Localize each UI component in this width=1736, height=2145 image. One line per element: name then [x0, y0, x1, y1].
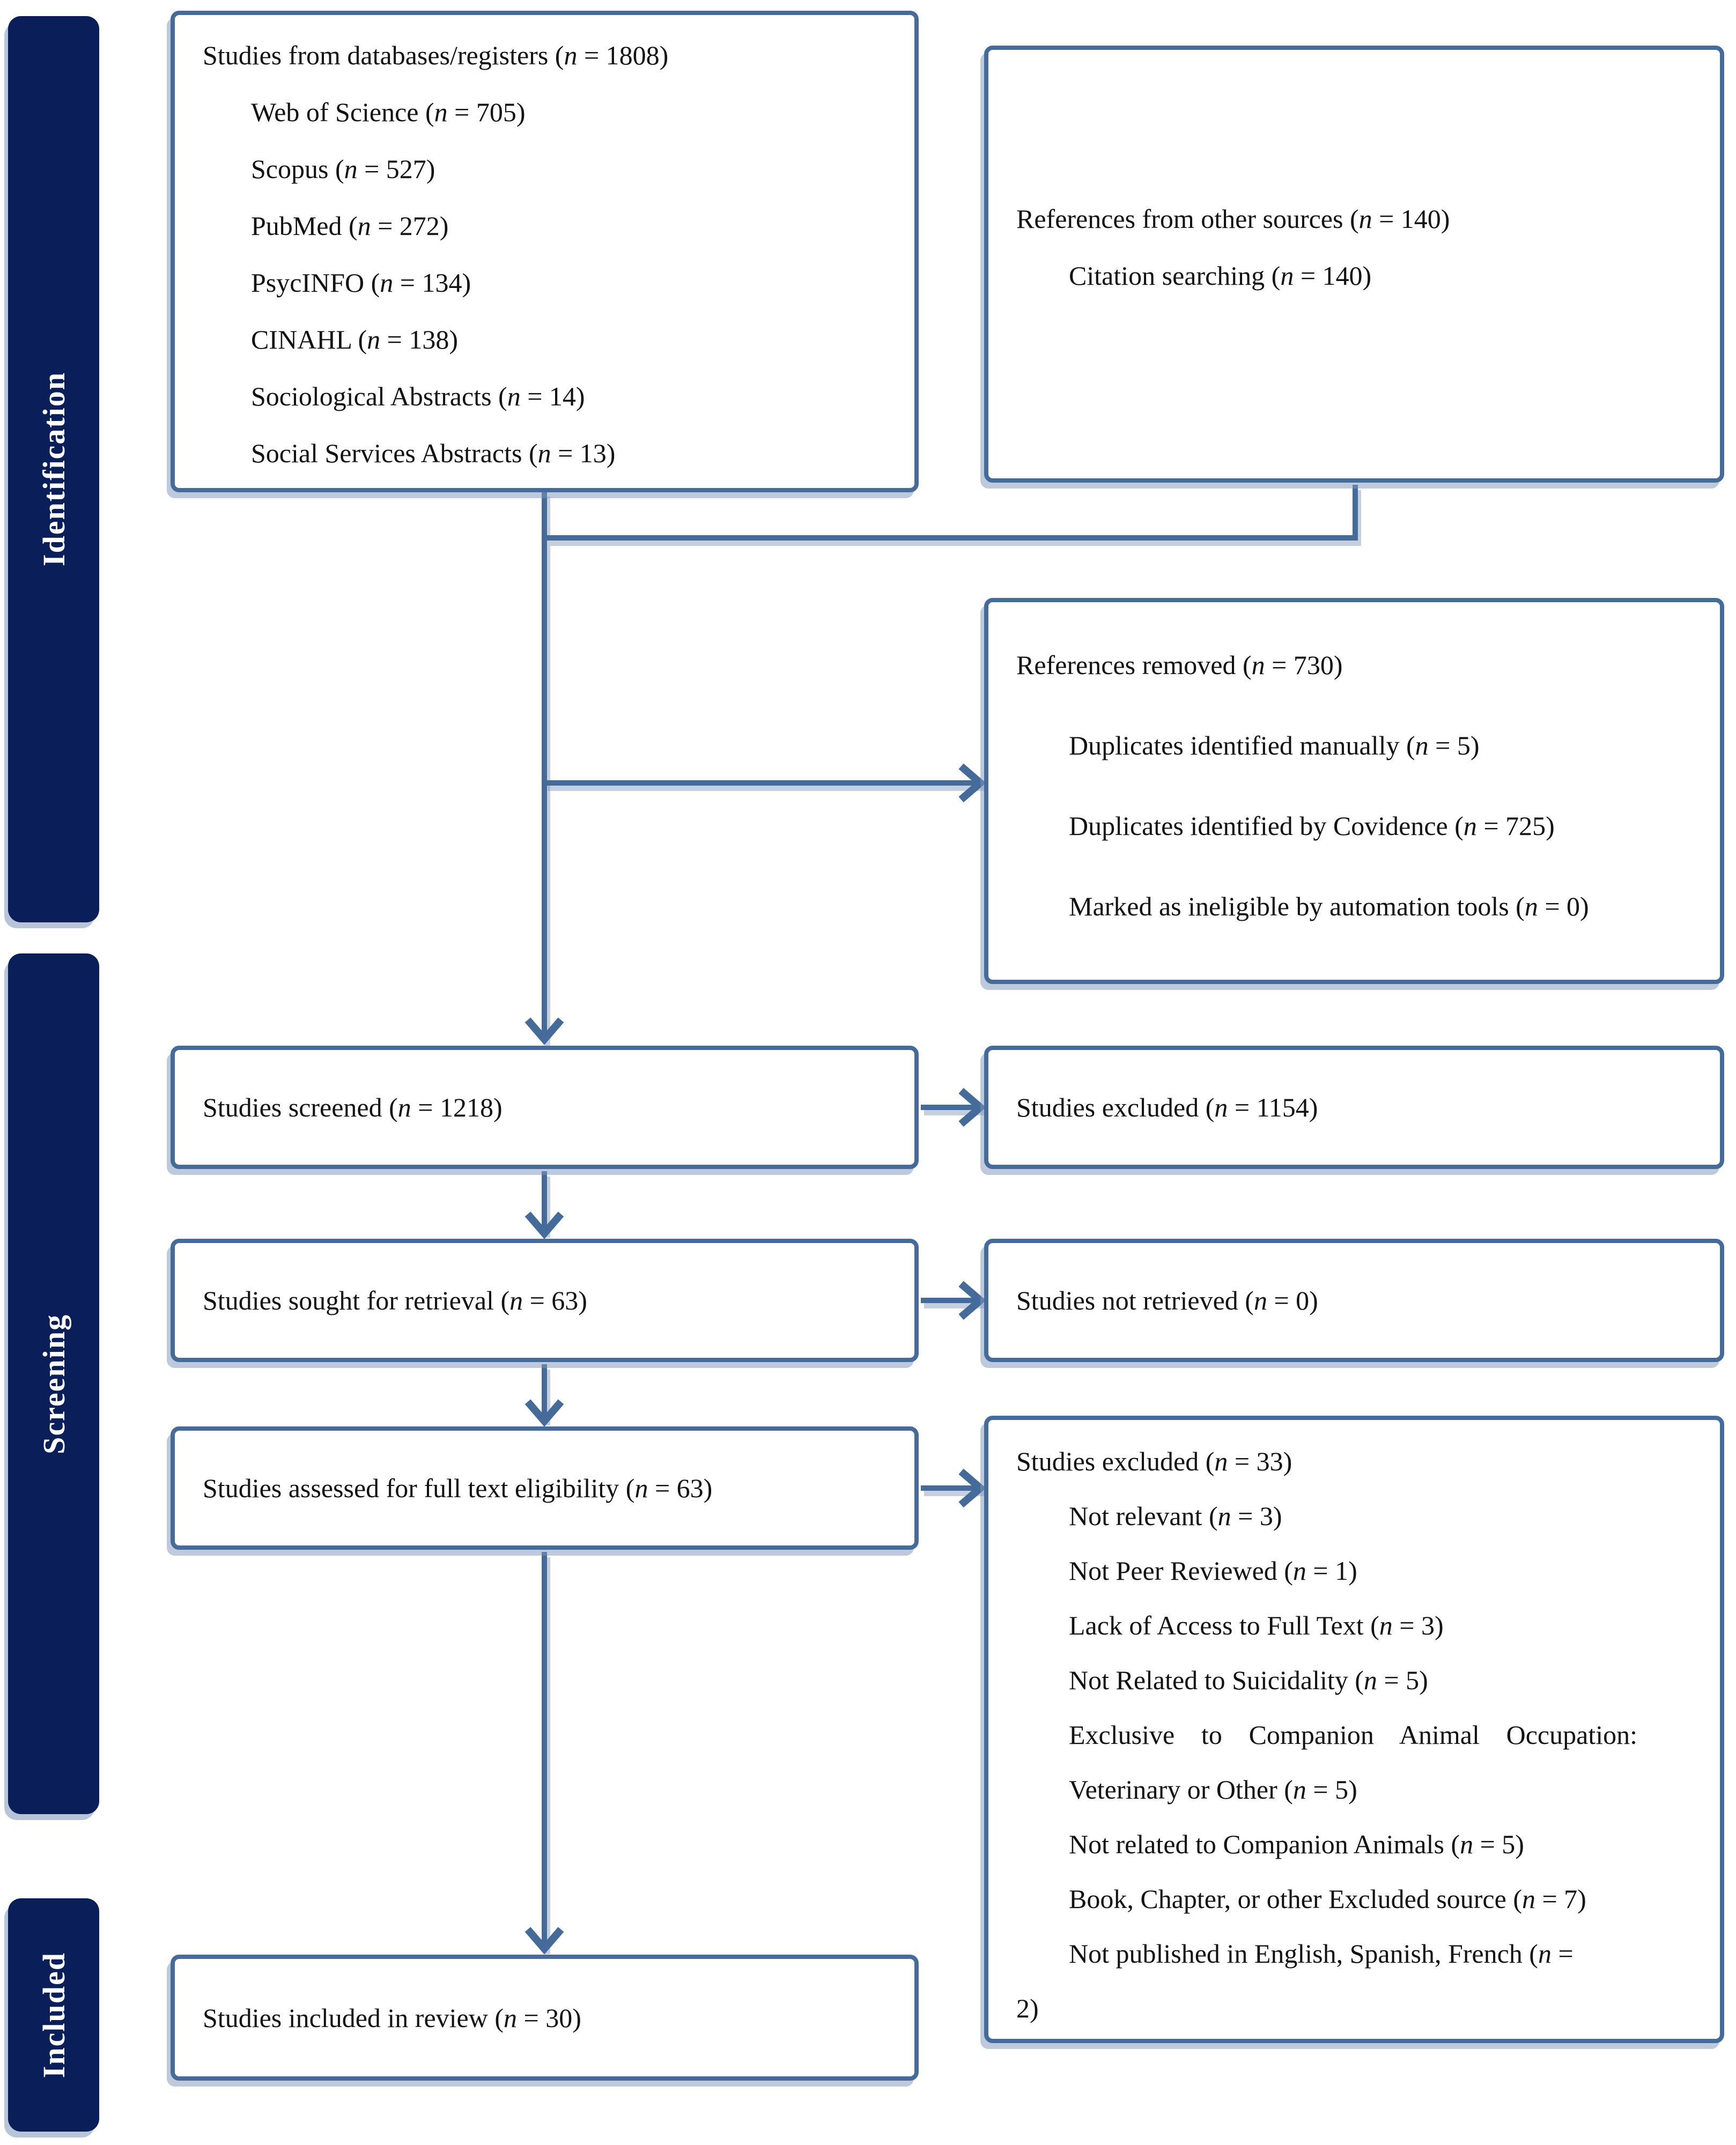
box-references-other-sources: References from other sources (n = 140) … [984, 46, 1724, 483]
assessed-title: Studies assessed for full text eligibili… [203, 1473, 713, 1503]
box-studies-not-retrieved: Studies not retrieved (n = 0) [984, 1239, 1724, 1362]
databases-item: Social Services Abstracts (n = 13) [251, 438, 616, 468]
excluded-fulltext-reason: Not Related to Suicidality (n = 5) [1069, 1665, 1428, 1695]
stage-bar-included: Included [8, 1898, 99, 2132]
references-removed-title: References removed (n = 730) [1016, 650, 1343, 680]
databases-item: Scopus (n = 527) [251, 154, 435, 184]
excluded-fulltext-reason: Not published in English, Spanish, Frenc… [1069, 1939, 1574, 1969]
databases-item: CINAHL (n = 138) [251, 324, 459, 354]
stage-bar-identification: Identification [8, 16, 99, 922]
references-removed-item: Duplicates identified by Covidence (n = … [1069, 811, 1555, 841]
box-studies-excluded-screening: Studies excluded (n = 1154) [984, 1046, 1724, 1169]
excluded-fulltext-title: Studies excluded (n = 33) [1016, 1446, 1292, 1476]
databases-item: PsycINFO (n = 134) [251, 268, 471, 298]
stage-label-identification: Identification [36, 372, 71, 567]
excluded-fulltext-reason: Not Peer Reviewed (n = 1) [1069, 1556, 1357, 1586]
connector-other-sources-elbow [547, 485, 1358, 541]
databases-title: Studies from databases/registers (n = 18… [203, 40, 669, 70]
stage-bar-screening: Screening [8, 953, 99, 1814]
references-removed-item: Marked as ineligible by automation tools… [1069, 891, 1589, 921]
included-title: Studies included in review (n = 30) [203, 2002, 581, 2033]
excluded-fulltext-reason: Exclusive to Companion Animal Occupation… [1069, 1720, 1637, 1750]
excluded-fulltext-reason: Not related to Companion Animals (n = 5) [1069, 1829, 1524, 1859]
box-studies-sought-retrieval: Studies sought for retrieval (n = 63) [171, 1239, 919, 1362]
stage-label-screening: Screening [36, 1313, 71, 1454]
excluded-fulltext-reason: Book, Chapter, or other Excluded source … [1069, 1884, 1586, 1914]
stage-label-included: Included [36, 1951, 71, 2079]
excluded-fulltext-reason: Lack of Access to Full Text (n = 3) [1069, 1610, 1444, 1640]
sought-title: Studies sought for retrieval (n = 63) [203, 1285, 587, 1315]
box-references-removed: References removed (n = 730) Duplicates … [984, 598, 1724, 984]
databases-item: Web of Science (n = 705) [251, 97, 526, 127]
box-studies-excluded-fulltext: Studies excluded (n = 33) Not relevant (… [984, 1416, 1724, 2043]
other-sources-title: References from other sources (n = 140) [1016, 204, 1450, 234]
references-removed-item: Duplicates identified manually (n = 5) [1069, 730, 1480, 760]
other-sources-item: Citation searching (n = 140) [1069, 261, 1372, 291]
box-studies-assessed-fulltext: Studies assessed for full text eligibili… [171, 1426, 919, 1550]
box-studies-included: Studies included in review (n = 30) [171, 1955, 919, 2081]
excluded-fulltext-reason: Not relevant (n = 3) [1069, 1501, 1282, 1531]
databases-item: PubMed (n = 272) [251, 211, 449, 241]
excluded-fulltext-reason: Veterinary or Other (n = 5) [1069, 1774, 1357, 1804]
excluded-screening-title: Studies excluded (n = 1154) [1016, 1092, 1318, 1122]
screened-title: Studies screened (n = 1218) [203, 1092, 503, 1122]
databases-item: Sociological Abstracts (n = 14) [251, 381, 585, 411]
excluded-fulltext-reason-wrap: 2) [1016, 1993, 1039, 2023]
box-studies-screened: Studies screened (n = 1218) [171, 1046, 919, 1169]
box-studies-from-databases: Studies from databases/registers (n = 18… [171, 11, 919, 492]
not-retrieved-title: Studies not retrieved (n = 0) [1016, 1285, 1318, 1315]
